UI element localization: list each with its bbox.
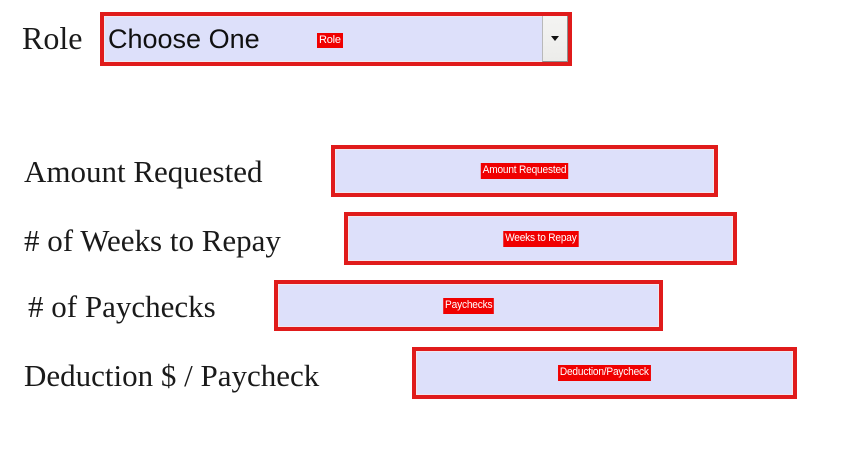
amount-requested-input[interactable]: Amount Requested: [331, 145, 718, 197]
annotation-badge-paychecks: Paychecks: [443, 297, 494, 314]
field-label-amount-requested: Amount Requested: [24, 154, 263, 189]
chevron-down-icon: [551, 36, 559, 41]
annotation-badge-deduction-per-paycheck: Deduction/Paycheck: [558, 365, 651, 381]
deduction-per-paycheck-input[interactable]: Deduction/Paycheck: [412, 347, 797, 399]
field-label-paychecks: # of Paychecks: [28, 289, 216, 324]
field-row-role: Role Choose One Role: [0, 0, 844, 80]
role-badge-wrap: Role: [317, 30, 343, 48]
paychecks-input[interactable]: Paychecks: [274, 280, 663, 331]
field-label-weeks-to-repay: # of Weeks to Repay: [24, 223, 281, 258]
annotation-badge-role: Role: [317, 33, 343, 48]
field-label-role: Role: [22, 20, 83, 56]
annotation-badge-weeks-to-repay: Weeks to Repay: [502, 230, 579, 247]
role-select[interactable]: Choose One Role: [100, 12, 572, 66]
role-select-value: Choose One: [108, 24, 260, 54]
annotation-badge-amount-requested: Amount Requested: [480, 163, 569, 179]
weeks-to-repay-input[interactable]: Weeks to Repay: [344, 212, 737, 265]
field-label-deduction-per-paycheck: Deduction $ / Paycheck: [24, 358, 320, 393]
role-select-arrow-button[interactable]: [542, 16, 568, 62]
